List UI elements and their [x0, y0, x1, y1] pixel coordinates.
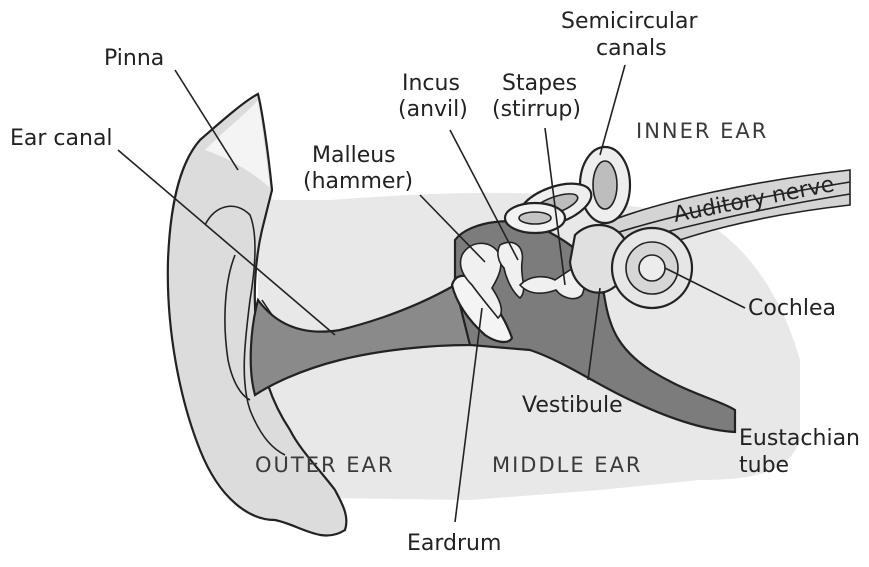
label-outer-ear: OUTER EAR [255, 453, 395, 477]
leader-semicircular [600, 65, 625, 155]
cochlea-inner-turn [639, 255, 665, 281]
label-malleus: Malleus [312, 143, 396, 168]
label-inner-ear: INNER EAR [636, 119, 768, 143]
label-semicircular-alt: canals [596, 36, 667, 61]
label-incus-alt: (anvil) [398, 97, 468, 122]
label-cochlea: Cochlea [748, 296, 836, 321]
label-malleus-alt: (hammer) [303, 169, 413, 194]
semicircular-canal-lateral-inner [519, 212, 551, 224]
label-semicircular: Semicircular [561, 9, 698, 34]
semicircular-canal-posterior-inner [593, 161, 617, 209]
label-ear-canal: Ear canal [10, 126, 113, 151]
label-middle-ear: MIDDLE EAR [492, 453, 643, 477]
label-eustachian: Eustachian [739, 426, 860, 451]
label-vestibule: Vestibule [522, 393, 623, 418]
label-eardrum: Eardrum [407, 531, 501, 556]
label-incus: Incus [402, 71, 460, 96]
label-pinna: Pinna [104, 46, 164, 71]
label-stapes: Stapes [502, 71, 577, 96]
label-stapes-alt: (stirrup) [492, 97, 581, 122]
label-eustachian-alt: tube [739, 453, 789, 478]
